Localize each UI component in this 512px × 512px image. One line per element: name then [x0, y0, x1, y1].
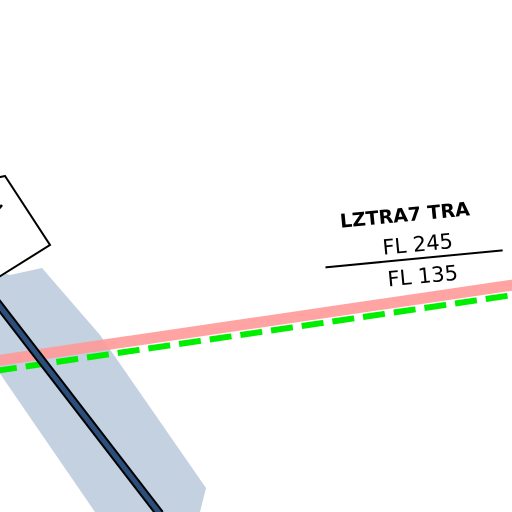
limit-divider	[325, 249, 503, 269]
tra-boundary-red	[0, 279, 512, 366]
airspace-label: LZTRA7 TRA FL 245 FL 135	[325, 198, 503, 292]
airspace-corridor	[0, 268, 206, 512]
lower-limit: FL 135	[386, 261, 459, 292]
label-box	[0, 174, 52, 278]
airspace-name: LZTRA7 TRA	[339, 198, 471, 232]
route-line-inner	[0, 302, 162, 512]
tra-boundary-green-dashed	[0, 292, 512, 374]
label-box-glyph	[0, 204, 3, 210]
